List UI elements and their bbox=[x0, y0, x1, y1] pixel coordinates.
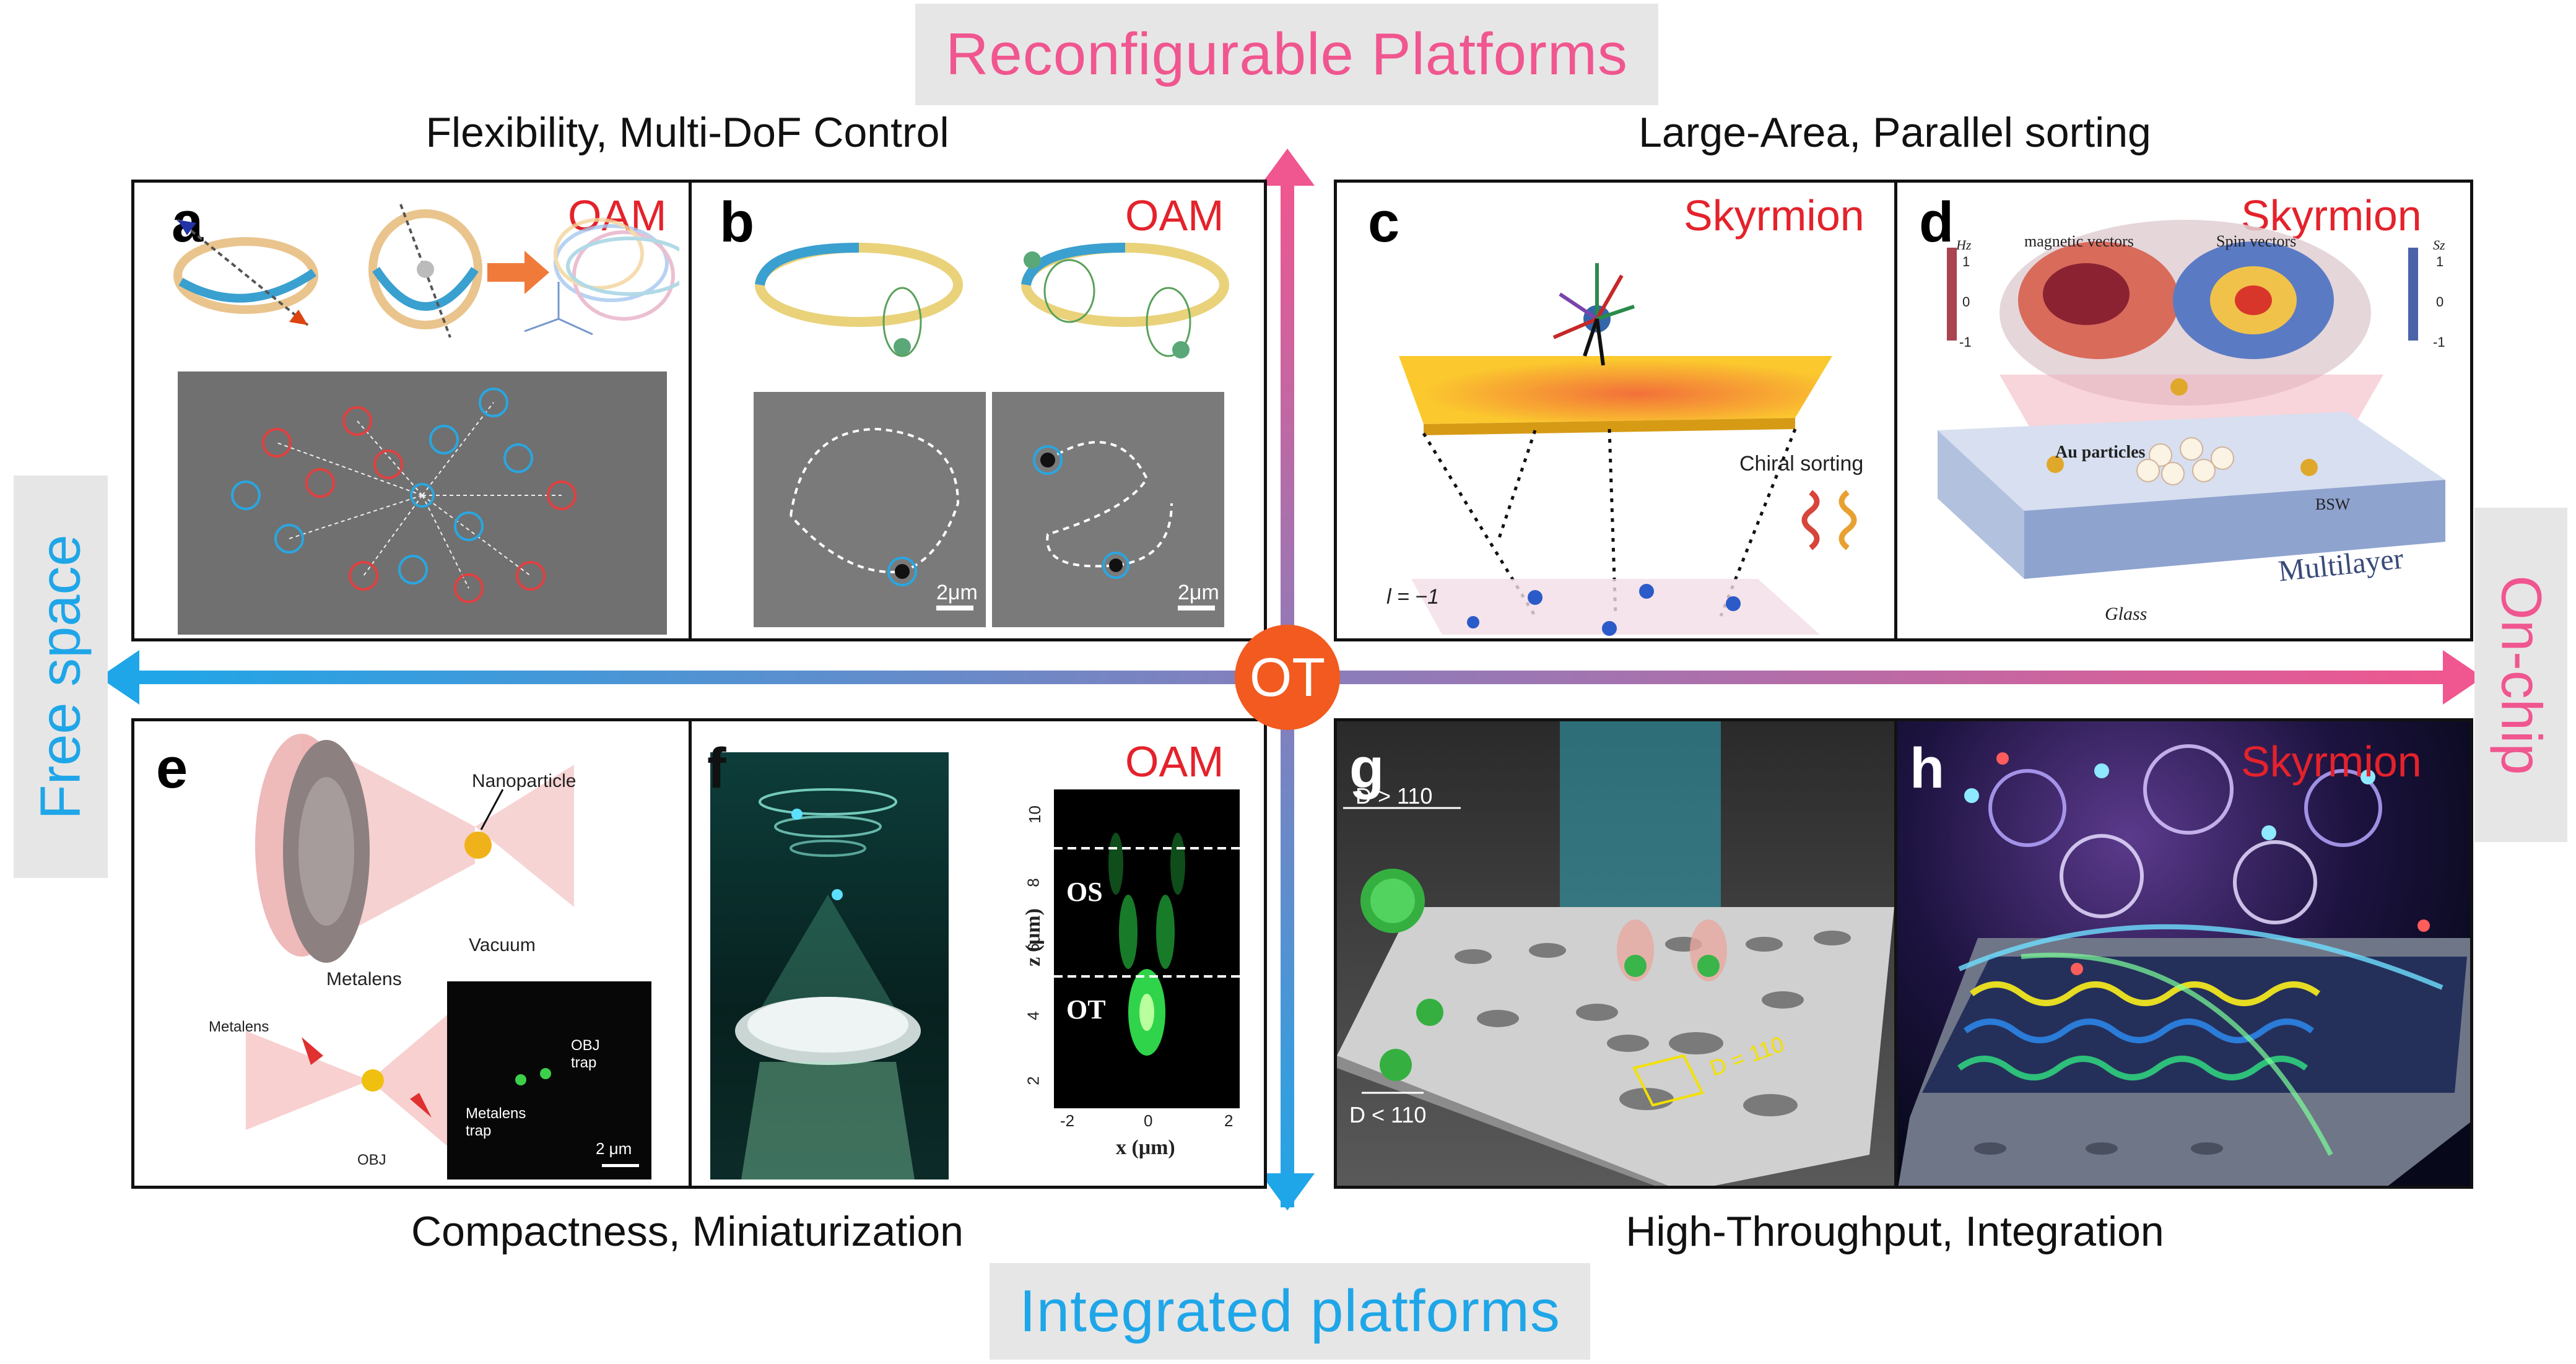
frame-top-right: c Skyrmion bbox=[1334, 180, 2473, 641]
panel-d-tag: Skyrmion bbox=[2241, 191, 2422, 240]
ot-center-badge: OT bbox=[1235, 625, 1340, 730]
panel-f-render bbox=[710, 752, 949, 1179]
panel-b-trajectory-2 bbox=[1033, 441, 1173, 579]
panel-d-cbar1-bot: -1 bbox=[1959, 334, 1972, 350]
divider-cd bbox=[1894, 183, 1897, 638]
panel-h-tag: Skyrmion bbox=[2241, 737, 2422, 786]
panel-b-rings bbox=[755, 243, 1229, 358]
panel-e-diagram bbox=[246, 734, 574, 1149]
banner-reconfigurable: Reconfigurable Platforms bbox=[915, 4, 1658, 105]
banner-free-space-text: Free space bbox=[28, 534, 92, 820]
panel-g-d-top: D > 110 bbox=[1355, 783, 1433, 809]
panel-e-spot-2 bbox=[540, 1068, 551, 1079]
panel-e-obj: OBJ bbox=[357, 1152, 386, 1168]
panel-c-chiral-sorting: Chiral sorting bbox=[1739, 452, 1864, 476]
panel-b-scale-2: 2μm bbox=[1178, 581, 1219, 604]
caption-top-left: Flexibility, Multi-DoF Control bbox=[425, 109, 949, 156]
panel-f-ytick-8: 8 bbox=[1024, 878, 1043, 887]
panel-g-label: g bbox=[1349, 737, 1385, 800]
banner-on-chip: On-chip bbox=[2474, 508, 2567, 842]
panel-h-label: h bbox=[1910, 737, 1945, 800]
panel-d-bsw: BSW bbox=[2315, 495, 2351, 513]
panel-f-ytick-4: 4 bbox=[1024, 1011, 1043, 1020]
panel-b-micrograph-1: 2μm bbox=[754, 392, 986, 627]
panel-e-metalens: Metalens bbox=[326, 969, 402, 989]
panel-b-scale-1: 2μm bbox=[936, 581, 978, 604]
panel-g-d-less: D < 110 bbox=[1349, 1102, 1427, 1127]
panel-f-tag: OAM bbox=[1125, 737, 1224, 786]
divider-ab bbox=[689, 183, 692, 638]
panel-d-magnetic: magnetic vectors bbox=[2024, 232, 2134, 250]
frame-bottom-left: e Nanoparticle Metalens Vacuum Metalens … bbox=[131, 718, 1267, 1189]
panel-d-cbar1-top: 1 bbox=[1962, 254, 1970, 269]
panel-b-tag: OAM bbox=[1125, 191, 1224, 240]
panel-f-ytick-6: 6 bbox=[1024, 943, 1043, 952]
divider-gh bbox=[1894, 721, 1897, 1186]
panel-f-illustration bbox=[735, 788, 921, 1179]
panel-b-micrograph-2: 2μm bbox=[992, 392, 1224, 627]
panel-f-ot: OT bbox=[1066, 994, 1106, 1025]
panel-g-diagram bbox=[1337, 721, 1894, 1186]
banner-reconfigurable-text: Reconfigurable Platforms bbox=[946, 21, 1628, 87]
caption-top-right: Large-Area, Parallel sorting bbox=[1638, 109, 2151, 156]
panel-e-nanoparticle: Nanoparticle bbox=[472, 771, 577, 791]
banner-free-space: Free space bbox=[14, 476, 108, 878]
frame-bottom-right: g D > 110 D < 110 D = 110 h Skyrmion bbox=[1334, 718, 2473, 1189]
caption-bottom-right: High-Throughput, Integration bbox=[1625, 1208, 2164, 1255]
panel-e-scale: 2 μm bbox=[596, 1139, 632, 1158]
panel-e-spot-1 bbox=[515, 1074, 526, 1085]
panel-a-rings bbox=[173, 204, 679, 338]
panel-e-metalens-trap: Metalens trap bbox=[466, 1105, 526, 1139]
panel-d-spin: Spin vectors bbox=[2216, 232, 2297, 250]
panel-c-label: c bbox=[1368, 191, 1400, 254]
panel-b-scalebar-1 bbox=[936, 606, 973, 610]
banner-integrated: Integrated platforms bbox=[990, 1263, 1590, 1360]
panel-f-xtick-2: 2 bbox=[1224, 1111, 1234, 1130]
panel-b-label: b bbox=[720, 191, 755, 254]
panel-d-cbar1-mid: 0 bbox=[1962, 294, 1970, 310]
panel-e-vacuum: Vacuum bbox=[469, 935, 536, 955]
panel-e-label: e bbox=[156, 737, 188, 800]
panel-d-cbar2-mid: 0 bbox=[2436, 294, 2444, 310]
panel-e-obj-trap: OBJ trap bbox=[571, 1037, 600, 1071]
panel-f-ytick-2: 2 bbox=[1024, 1076, 1043, 1085]
panel-a-trap-pattern bbox=[231, 388, 577, 603]
divider-ef bbox=[689, 721, 692, 1186]
panel-f-xlabel: x (μm) bbox=[1116, 1136, 1175, 1159]
banner-on-chip-text: On-chip bbox=[2489, 575, 2553, 775]
panel-d-glass: Glass bbox=[2105, 604, 2147, 624]
caption-bottom-left: Compactness, Miniaturization bbox=[411, 1208, 964, 1255]
panel-e-fluorescence: OBJ trap Metalens trap 2 μm bbox=[447, 981, 651, 1179]
banner-integrated-text: Integrated platforms bbox=[1019, 1278, 1560, 1344]
panel-f-intensity-map bbox=[1054, 833, 1240, 1056]
ot-center-text: OT bbox=[1249, 646, 1326, 708]
panel-f-os: OS bbox=[1066, 877, 1103, 907]
panel-f-xtick-neg2: -2 bbox=[1060, 1111, 1075, 1130]
panel-f-xtick-0: 0 bbox=[1144, 1111, 1153, 1130]
panel-b-scalebar-2 bbox=[1178, 606, 1215, 610]
panel-d-au: Au particles bbox=[2055, 443, 2146, 462]
panel-e-metalens-2: Metalens bbox=[209, 1019, 269, 1035]
panel-f-ylabel: z (μm) bbox=[1021, 908, 1045, 967]
panel-f-label: f bbox=[707, 737, 726, 800]
panel-e-scalebar bbox=[602, 1164, 639, 1167]
panel-c-l-label: l = −1 bbox=[1386, 585, 1440, 609]
panel-a-micrograph bbox=[178, 371, 667, 635]
panel-h-diagram bbox=[1898, 744, 2470, 1186]
panel-f-intensity-plot: OS OT bbox=[1054, 789, 1240, 1108]
panel-d-diagram bbox=[1938, 220, 2445, 579]
panel-f-ytick-10: 10 bbox=[1025, 806, 1044, 823]
panel-d-cbar2-top: 1 bbox=[2436, 254, 2444, 269]
panel-c-diagram bbox=[1399, 263, 1857, 636]
frame-top-left: a OAM bbox=[131, 180, 1267, 641]
panel-d-hz: Hz bbox=[1956, 237, 1972, 253]
panel-d-cbar2-bot: -1 bbox=[2433, 334, 2445, 350]
panel-c-tag: Skyrmion bbox=[1684, 191, 1865, 240]
panel-d-label: d bbox=[1919, 191, 1954, 254]
panel-d-sz: Sz bbox=[2433, 237, 2445, 253]
panel-b-trajectory-1 bbox=[790, 427, 960, 586]
